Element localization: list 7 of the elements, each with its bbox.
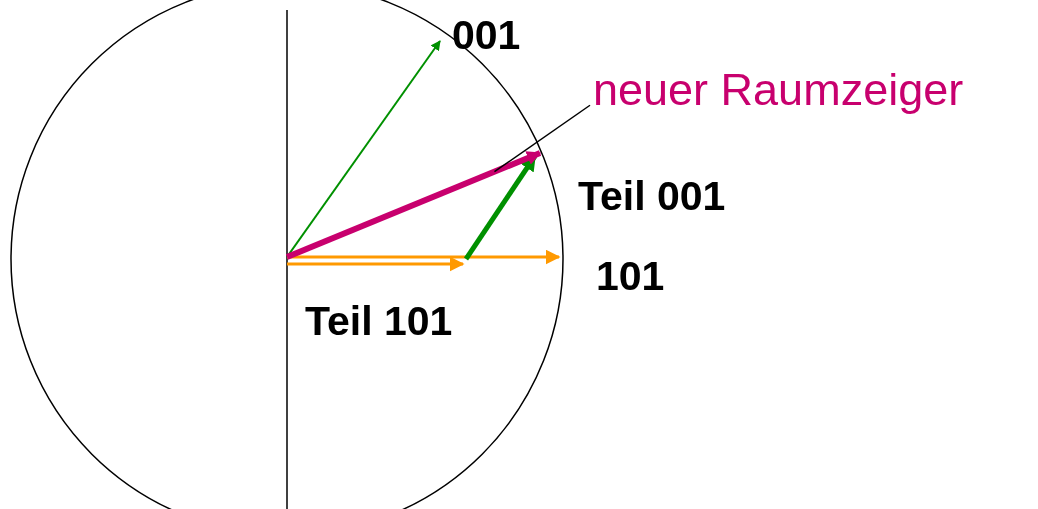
vector-label: neuer Raumzeiger (593, 67, 964, 112)
vector-label: Teil 001 (578, 176, 726, 217)
leader-line (493, 104, 591, 173)
vector-label: 001 (452, 15, 521, 56)
vector-label: 101 (596, 256, 665, 297)
vector-arrow (285, 150, 542, 260)
vector-label: Teil 101 (305, 301, 453, 342)
